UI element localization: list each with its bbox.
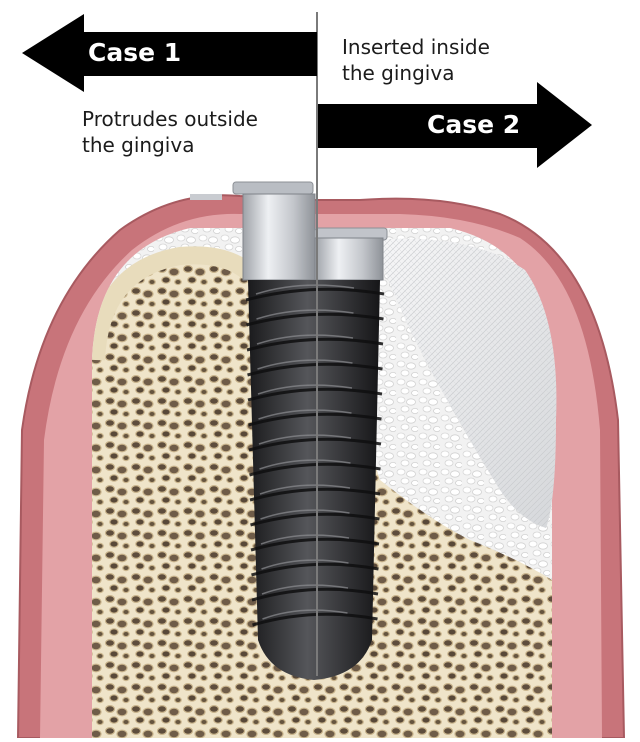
implant-body <box>246 280 384 680</box>
case1-label: Case 1 <box>88 38 181 67</box>
case2-label: Case 2 <box>427 110 520 139</box>
implant-collar-case2 <box>315 228 387 280</box>
inserted-text-line2: the gingiva <box>342 60 454 86</box>
protrudes-text-line1: Protrudes outside <box>82 106 258 132</box>
protrudes-text-line2: the gingiva <box>82 132 194 158</box>
inserted-text-line1: Inserted inside <box>342 34 490 60</box>
